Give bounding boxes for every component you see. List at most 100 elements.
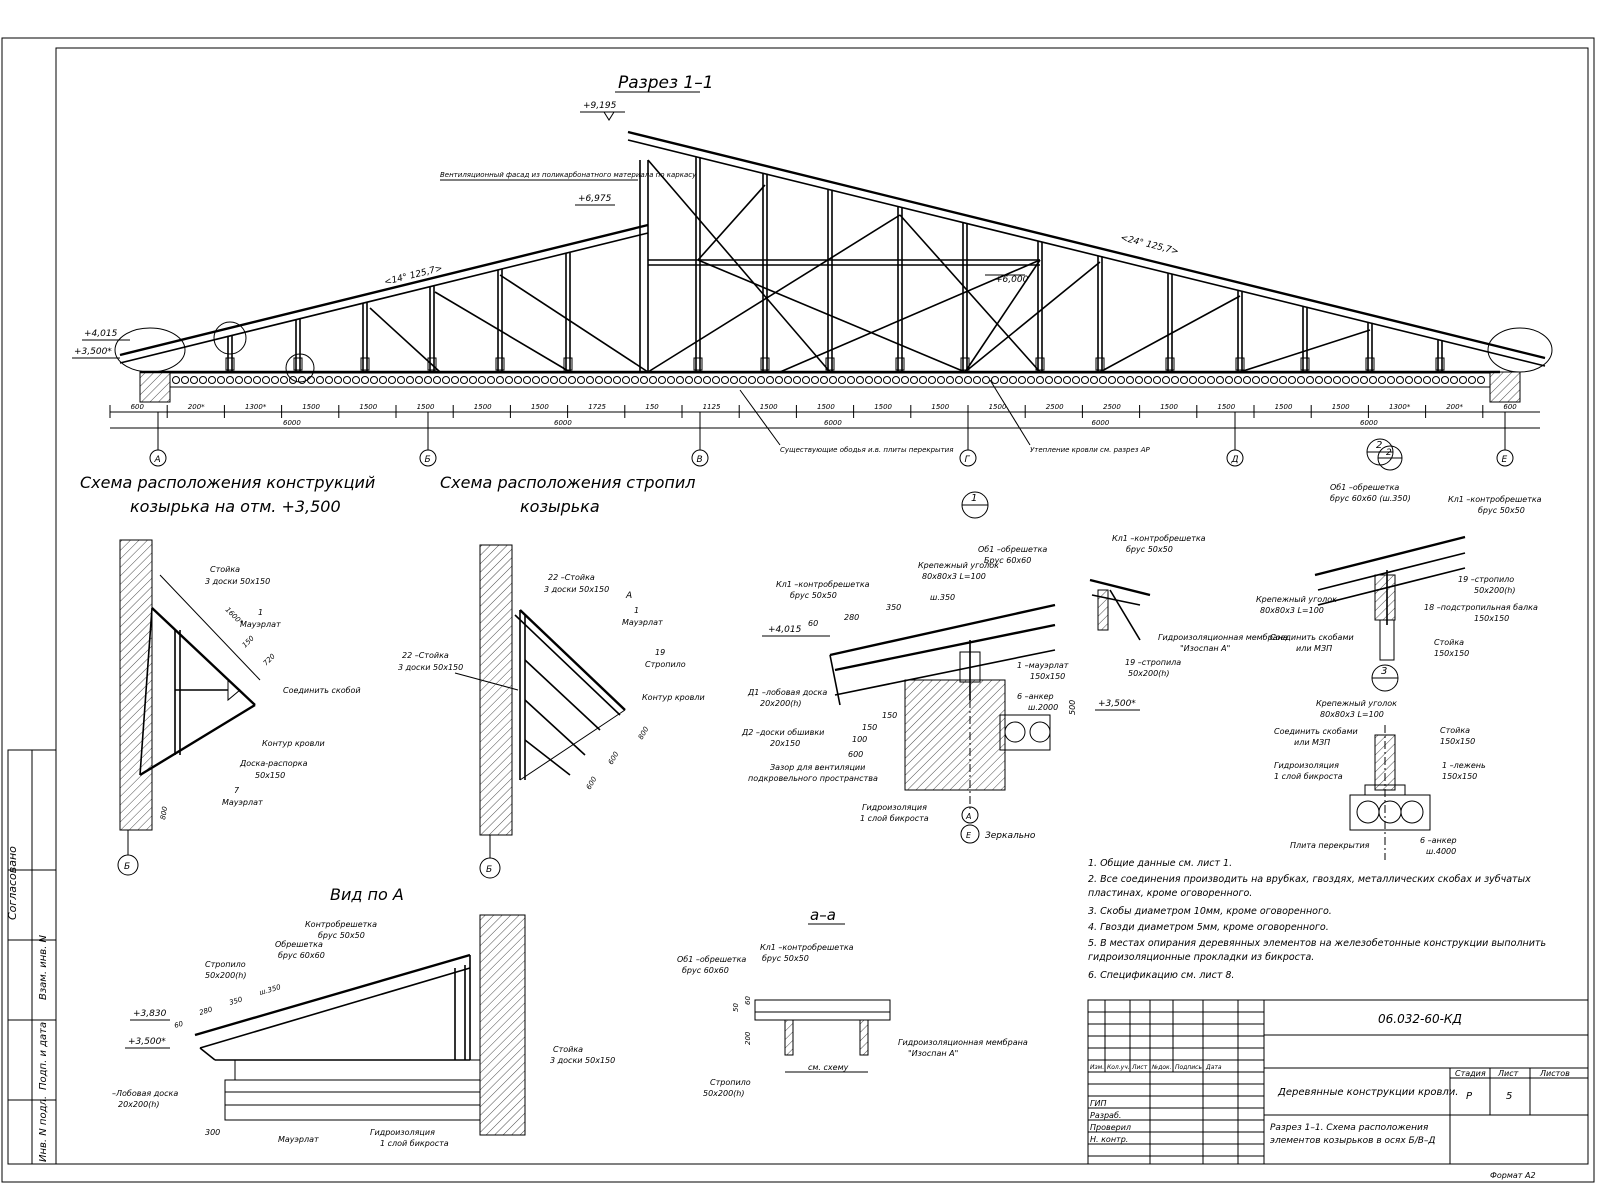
dim-bottom: 600 [131,403,145,411]
scheme2-d3: 800 [637,725,651,741]
node2-strop-sz: 50х200(h) [1474,586,1516,595]
side-stamp-sign: Подп. и дата [38,1022,49,1090]
node1-obr: Об1 –обрешетка [978,545,1047,554]
viewA-gidro: Гидроизоляция [370,1128,435,1137]
stamp-sheet: 5 [1506,1091,1512,1102]
side-stamp-inv-orig: Инв. N подл. [38,1096,49,1162]
view-a: Вид по А Контробрешетка брус 50х50 Обреш… [112,885,615,1148]
scheme2-axis: Б [486,865,492,875]
scheme-canopy-rafters: Схема расположения стропил козырька Б 22… [398,473,705,879]
axis-label: В [697,455,703,465]
stamp-col: Дата [1205,1064,1222,1071]
node1-lev1: +4,015 [768,625,802,635]
callout-vent: Вентиляционный фасад из поликарбонатного… [440,171,697,179]
scheme1-mauer2: Мауэрлат [222,798,263,807]
viewA-d0: 60 [173,1020,184,1030]
node1-ugolok-sz: 80х80х3 L=100 [922,572,986,581]
stamp-code: 06.032-60-КД [1378,1012,1462,1026]
dim-bottom: 1500 [1160,403,1178,411]
dim-bottom: 1500 [417,403,435,411]
scheme2-st22a: 22 –Стойка [548,573,595,582]
node1-lob-sz: 20х200(h) [760,699,802,708]
stamp-col: №док. [1151,1064,1172,1071]
dim-bottom: 1500 [989,403,1007,411]
dim-total: 6000 [824,419,842,427]
sectionAA-strop: Стропило [710,1078,751,1087]
node3-stoyka-sz: 150х150 [1440,737,1475,746]
dim-bottom: 1500 [760,403,778,411]
level-mid: +6,975 [578,194,612,204]
node1-membr-n: "Изоспан А" [1180,644,1230,653]
dim-bottom: 200* [1446,403,1463,411]
dim-bottom: 2500 [1046,403,1064,411]
sectionAA-d2: 200 [744,1031,752,1045]
node3-anker-sz: ш.4000 [1426,847,1456,856]
scheme1-stoyka-sz: 3 доски 50х150 [205,577,270,586]
stamp-stage: Р [1466,1091,1473,1102]
node1-mirror: Зеркально [985,831,1036,841]
stamp-col: Лист [1131,1064,1148,1071]
node1-d1: 280 [844,613,859,622]
sectionAA-strop-sz: 50х200(h) [703,1089,745,1098]
section-a-a: а–а Об1 –обрешетка брус 60х60 Кл1 –контр… [677,906,1028,1098]
note-3: 3. Скобы диаметром 10мм, кроме оговоренн… [1088,906,1332,917]
dim-total: 6000 [283,419,301,427]
node3-anker: 6 –анкер [1420,836,1457,845]
stamp-title: Деревянные конструкции кровли. [1277,1087,1458,1098]
sectionAA-obr: Об1 –обрешетка [677,955,746,964]
scheme1-d2: 150 [241,634,256,649]
scheme2-title-2: козырька [520,497,600,516]
node1-d8: 500 [1068,700,1077,715]
scheme2-st22b-sz: 3 доски 50х150 [398,663,463,672]
viewA-d3: ш.350 [258,983,282,997]
dim-bottom: 1500 [817,403,835,411]
side-stamp-agreed: Согласовано [6,846,19,920]
dim-bottom: 1125 [703,403,721,411]
scheme1-stoyka: Стойка [210,565,240,574]
node1-d6: 600 [848,750,863,759]
side-stamp-inv: Взам. инв. N [38,935,49,1000]
scheme2-title-1: Схема расположения стропил [440,473,695,492]
scheme-canopy-structures: Схема расположения конструкций козырька … [80,473,375,876]
viewA-lob-sz: 20х200(h) [118,1100,160,1109]
stamp-stage-h: Стадия [1455,1069,1486,1078]
node3-ugolok: Крепежный уголок [1316,699,1397,708]
note-6: 6. Спецификацию см. лист 8. [1088,970,1234,981]
viewA-title: Вид по А [330,885,404,904]
node2-skoba2: или МЗП [1296,644,1332,653]
axis-label: Б [425,455,431,465]
node-1: 1 А Е Зеркально Кл1 –контробрешетка брус… [741,491,1288,844]
dim-total: 6000 [1092,419,1110,427]
node1-gidro2: 1 слой бикроста [860,814,929,823]
stamp-role: Н. контр. [1090,1135,1128,1144]
dim-bottom: 1725 [588,403,606,411]
node-2: 2 Об1 –обрешетка брус 60х60 (ш.350) Кл1 … [1256,438,1542,661]
inner-frame [55,47,1589,1165]
axis-label: Д [1231,455,1239,465]
node1-lob: Д1 –лобовая доска [747,688,827,697]
stamp-col: Кол.уч. [1107,1064,1130,1071]
node2-num: 2 [1376,440,1382,451]
scheme2-m1t: Мауэрлат [622,618,663,627]
node1-axE: Е [966,831,972,840]
scheme1-kontur: Контур кровли [262,739,325,748]
node1-ugolok: Крепежный уголок [918,561,999,570]
scheme1-mauer: Мауэрлат [240,620,281,629]
sectionAA-d1: 60 [744,996,752,1005]
level-right: +6,000 [995,275,1029,285]
viewA-d2: 350 [228,995,244,1007]
dim-bottom: 600 [1503,403,1517,411]
scheme1-axis: Б [124,862,130,872]
node2-kontr: Кл1 –контробрешетка [1448,495,1542,504]
viewA-d1: 280 [198,1005,214,1017]
dim-bottom: 1500 [531,403,549,411]
scheme1-mauer-n: 1 [258,608,263,617]
node3-num: 3 [1381,666,1387,677]
dim-bottom: 1500 [1332,403,1350,411]
section-1-1: Разрез 1–1 [72,73,1553,471]
notes: 1. Общие данные см. лист 1. 2. Все соеди… [1088,858,1546,981]
scheme1-doska-sz: 50х150 [255,771,285,780]
scheme2-st22b: 22 –Стойка [402,651,449,660]
viewA-obr: Обрешетка [275,940,323,949]
